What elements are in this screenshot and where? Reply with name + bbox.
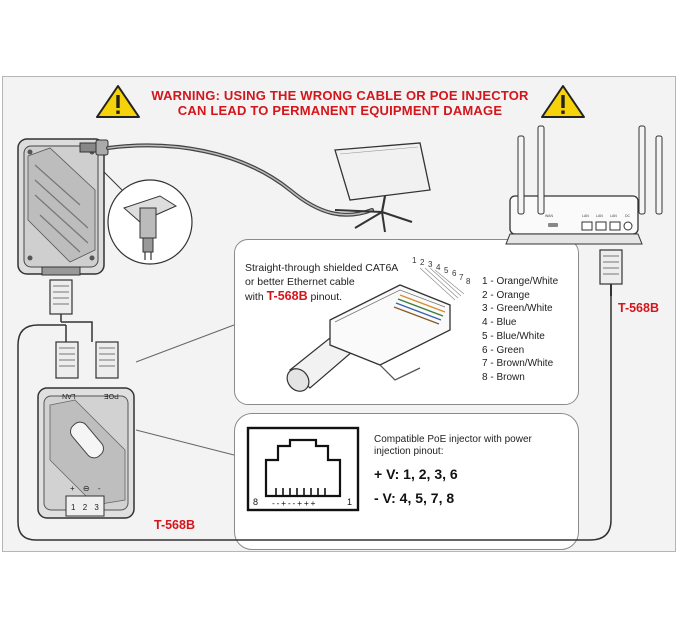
cable-standard-label: T-568B [266, 289, 308, 303]
warning-line-1: WARNING: USING THE WRONG CABLE OR POE IN… [151, 88, 529, 103]
injector-lan-label: LAN [62, 392, 76, 399]
router-port-label: WAN [545, 214, 554, 218]
router [505, 125, 663, 245]
router-cable [17, 296, 612, 541]
warning-line-2: CAN LEAD TO PERMANENT EQUIPMENT DAMAGE [177, 103, 503, 118]
terminal-3: 3 [94, 503, 99, 512]
pinout-item: 1 - Orange/White [482, 276, 559, 287]
poe-description: Compatible PoE injector with power injec… [374, 434, 564, 458]
router-plug [599, 249, 623, 296]
connector-zoom [103, 171, 193, 265]
rj45-jack-symbol [246, 426, 360, 512]
plug-pin-1: 1 [412, 256, 417, 265]
pinout-item: 8 - Brown [482, 371, 525, 383]
plug-pin-3: 3 [428, 260, 433, 269]
standard-label-injector: T-568B [154, 518, 195, 532]
router-port-label: LAN [582, 214, 589, 218]
pinout-item: 7 - Brown/White [482, 358, 554, 370]
satellite-dish [334, 142, 431, 233]
dc-connector [79, 139, 109, 156]
plug-pin-4: 4 [436, 263, 441, 272]
poe-positive-pins: + V: 1, 2, 3, 6 [374, 466, 458, 482]
ethernet-plug-illustration [286, 267, 465, 392]
psu-plug [49, 279, 93, 342]
jack-pin-left: 8 [253, 497, 259, 507]
terminal-1: 1 [71, 503, 76, 512]
pinout-item: 6 - Green [482, 344, 525, 356]
jack-pin-right: 1 [347, 497, 353, 507]
standard-label-router: T-568B [618, 301, 659, 315]
pinout-list: 1 - Orange/White 2 - Orange 3 - Green/Wh… [482, 275, 558, 385]
router-port-label: LAN [596, 214, 603, 218]
cable-spec-text: Straight-through shielded CAT6A or bette… [245, 261, 398, 304]
injector-plug-poe [95, 341, 119, 379]
injector-terminal-numbers: 1 2 3 [71, 503, 99, 512]
injector-plug-lan [55, 325, 79, 379]
poe-desc-line-1: Compatible PoE injector with power [374, 434, 532, 445]
plug-pin-6: 6 [452, 269, 457, 278]
warning-icon-right [541, 85, 585, 118]
pinout-item: 2 - Orange [482, 289, 530, 301]
cable-spec-suffix: pinout. [310, 291, 343, 303]
pinout-item: 3 - Green/White [482, 303, 553, 315]
poe-injector [37, 387, 135, 519]
cable-spec-line-2: or better Ethernet cable [245, 276, 355, 288]
plug-pin-5: 5 [444, 266, 449, 275]
cable-spec-prefix: with [245, 291, 264, 303]
router-port-label: LAN [610, 214, 617, 218]
power-supply-unit [17, 138, 105, 276]
plug-pin-7: 7 [459, 273, 464, 282]
terminal-2: 2 [82, 503, 88, 512]
poe-negative-pins: - V: 4, 5, 7, 8 [374, 490, 455, 506]
pinout-item: 5 - Blue/White [482, 330, 545, 342]
router-port-label: DC [625, 214, 631, 218]
jack-polarity: - - + - - + + + [272, 498, 316, 508]
cable-spec-line-3: with T-568B pinout. [245, 289, 398, 304]
plug-pin-2: 2 [420, 258, 425, 267]
injector-terminal-symbols: + ⊖ - [70, 484, 104, 493]
cable-spec-line-1: Straight-through shielded CAT6A [245, 262, 399, 274]
warning-banner: WARNING: USING THE WRONG CABLE OR POE IN… [130, 88, 550, 118]
warning-icon-left [96, 85, 140, 118]
injector-poe-label: POE [104, 392, 119, 399]
plug-pin-8: 8 [466, 277, 471, 286]
poe-desc-line-2: injection pinout: [374, 446, 444, 457]
pinout-item: 4 - Blue [482, 317, 517, 329]
